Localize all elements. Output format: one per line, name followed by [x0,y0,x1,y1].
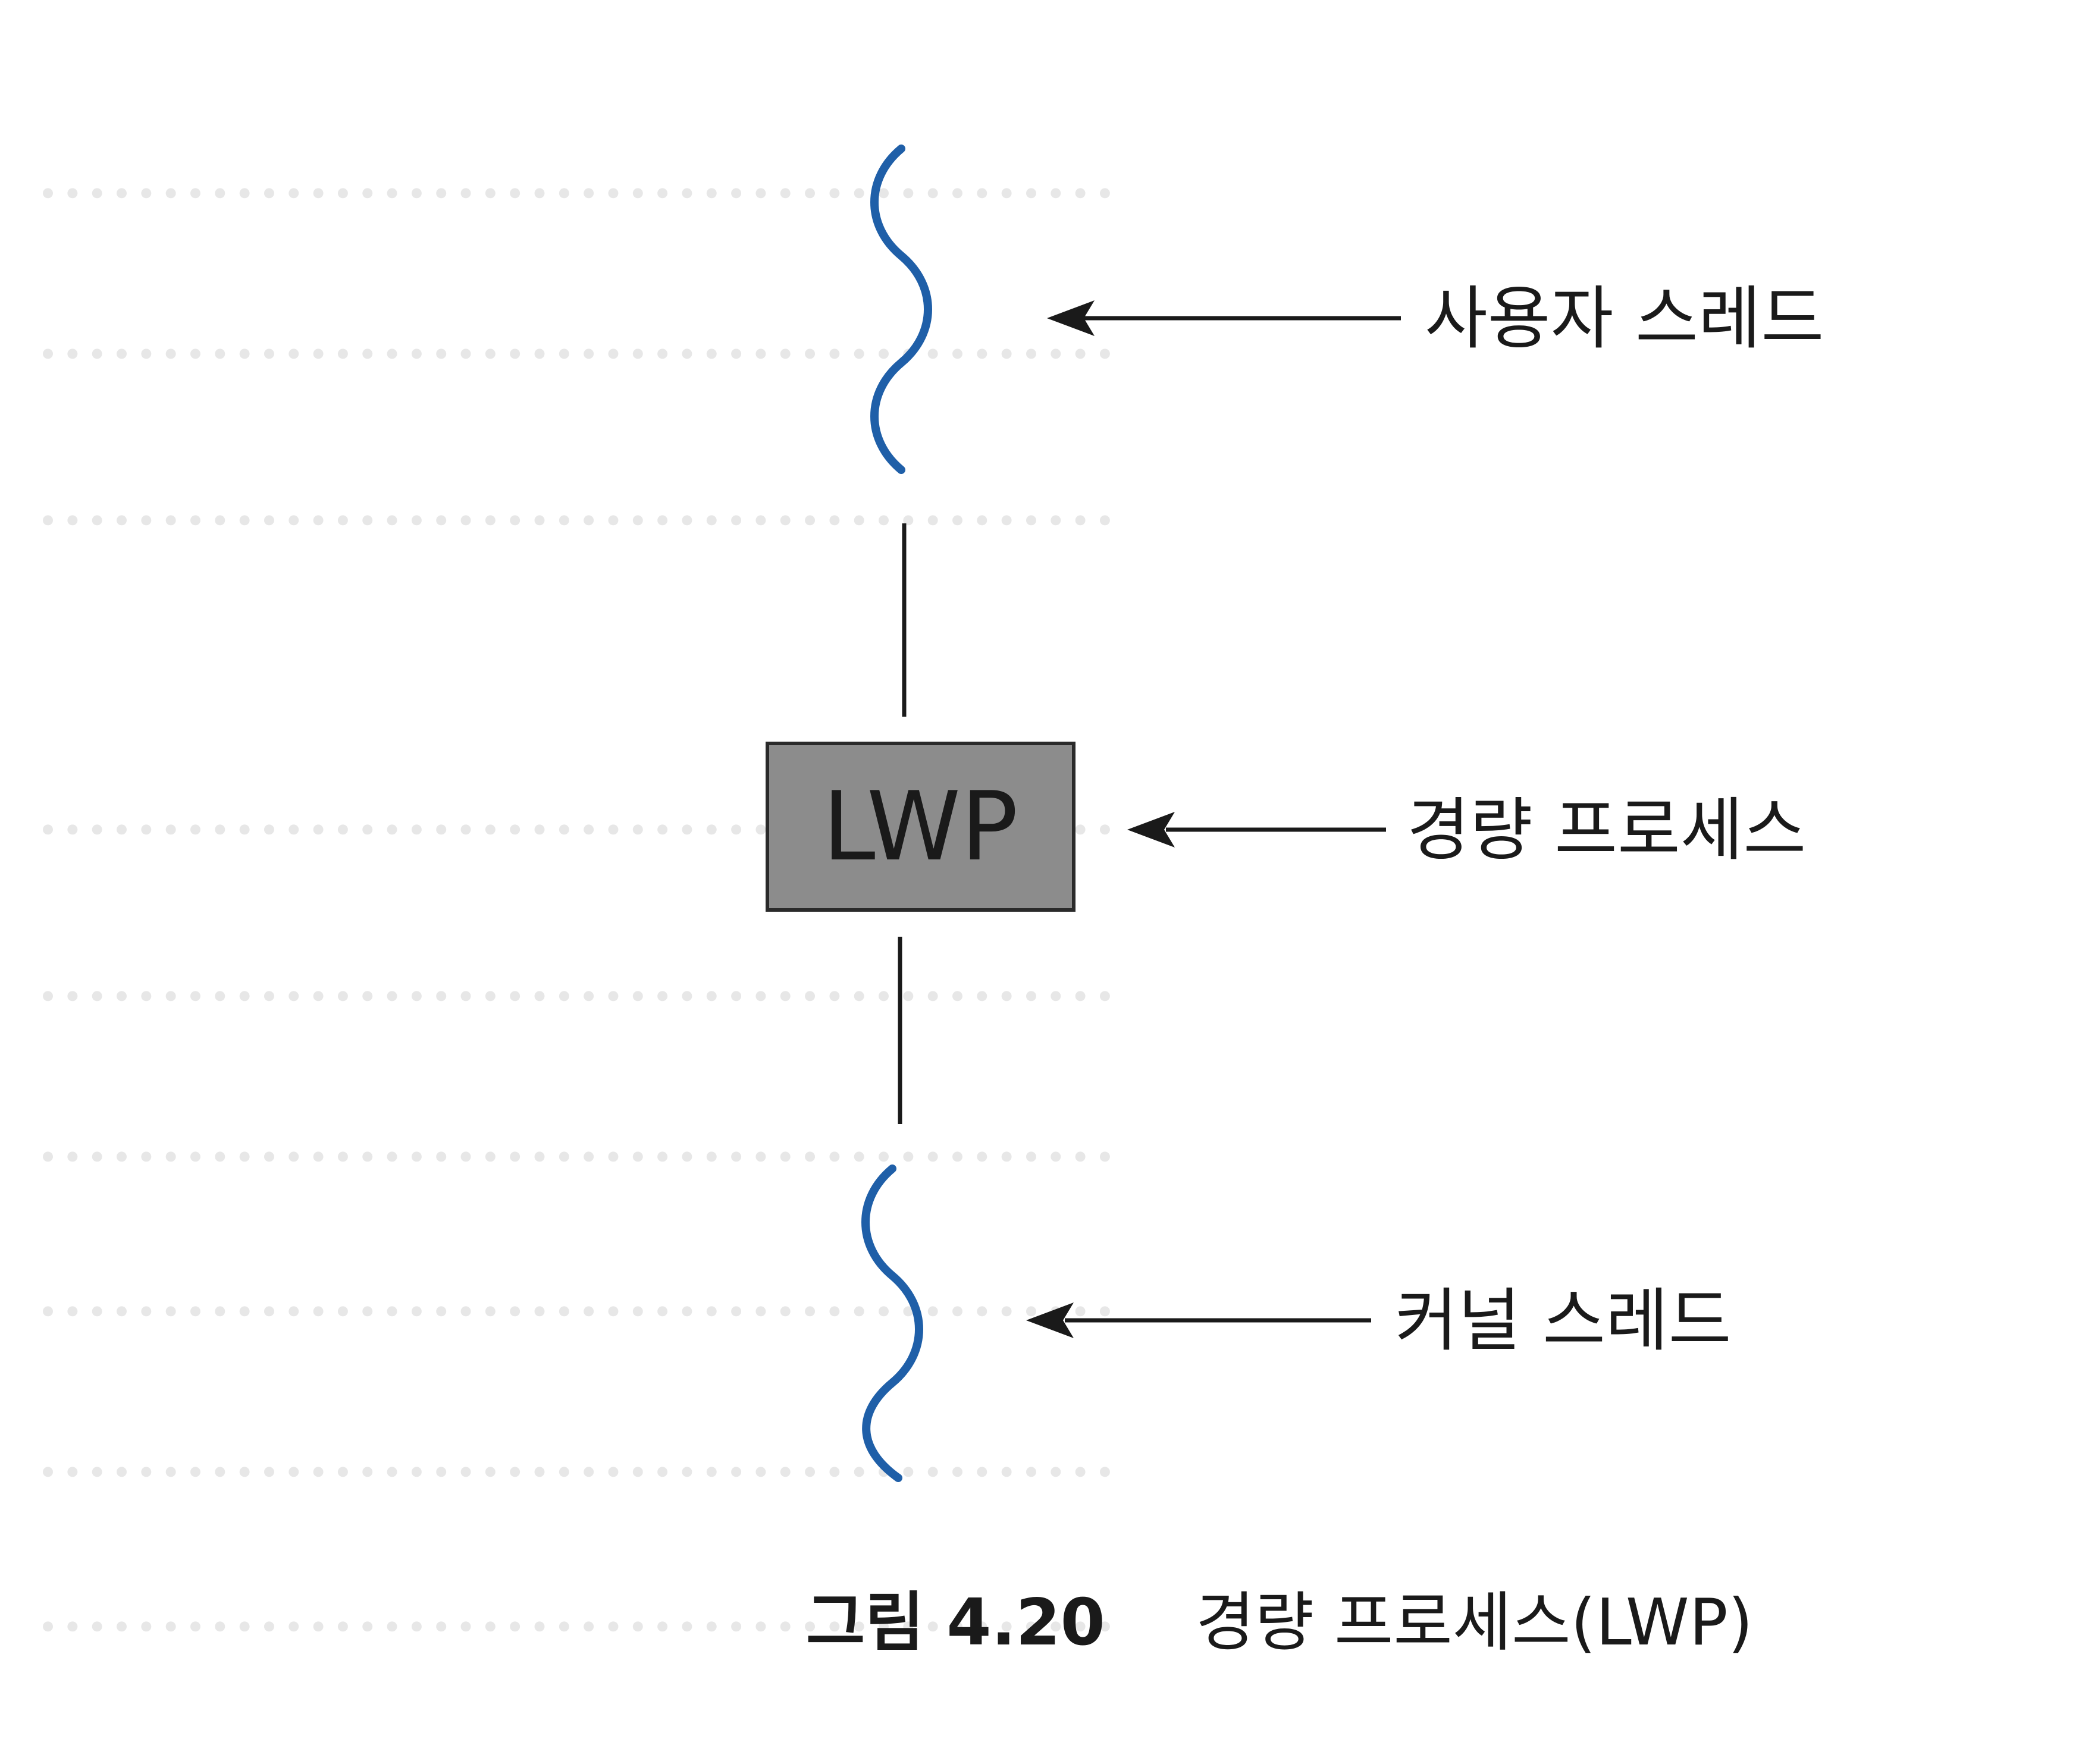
kernel-thread-wave [861,1165,923,1482]
lwp-label: 경량 프로세스 [1407,790,1806,870]
svg-text:······························: ········································… [36,475,1117,566]
lwp-box-label: LWP [822,771,1018,882]
kernel-thread-arrowhead [1026,1302,1074,1338]
svg-text:······························: ········································… [36,1266,1117,1357]
user-thread-arrowhead [1047,300,1095,336]
svg-text:······························: ········································… [36,309,1117,399]
lwp-box [766,742,1076,912]
figure-number: 그림 4.20 [806,1586,1105,1660]
svg-text:······························: ········································… [36,1112,1117,1202]
lwp-arrowhead [1127,812,1175,848]
svg-text:······························: ········································… [36,148,1117,238]
figure-title: 경량 프로세스(LWP) [1196,1586,1753,1660]
svg-text:······························: ········································… [36,1427,1117,1517]
svg-text:······························: ········································… [36,1581,1117,1672]
kernel-thread-label: 커널 스레드 [1395,1281,1732,1361]
svg-text:······························: ········································… [36,951,1117,1041]
user-thread-label: 사용자 스레드 [1425,279,1824,359]
user-thread-wave [870,145,932,474]
